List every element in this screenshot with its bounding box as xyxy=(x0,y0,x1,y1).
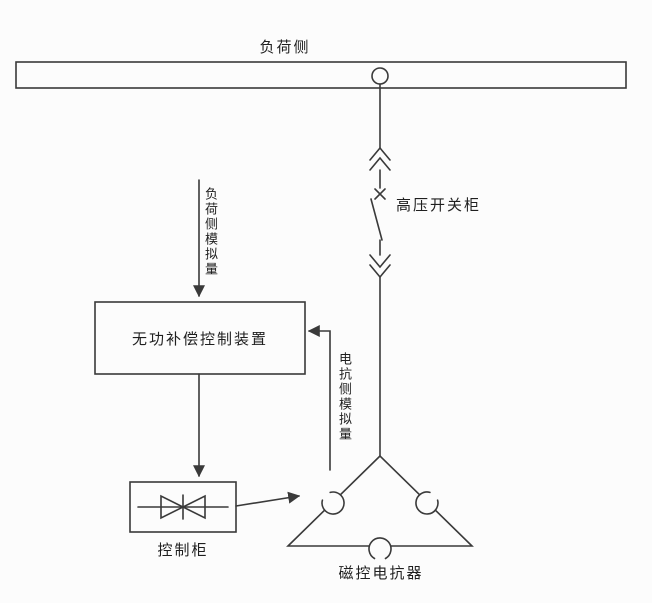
cabinet-to-reactor-arrow xyxy=(235,491,301,507)
load-analog-label: 负荷侧模拟量 xyxy=(203,187,218,277)
reactor-symbol xyxy=(286,454,474,560)
switchgear-label: 高压开关柜 xyxy=(396,197,482,214)
switch-blade xyxy=(370,198,383,241)
switchgear-branch xyxy=(369,83,391,457)
drawout-contact-upper-icon xyxy=(369,146,391,171)
reactor-winding-left-icon xyxy=(321,491,345,515)
drawout-contact-lower-icon xyxy=(369,254,391,279)
cabinet-symbol xyxy=(129,481,237,533)
thyristor-icon xyxy=(137,494,229,520)
reactor-label: 磁控电抗器 xyxy=(338,565,424,582)
controller-box xyxy=(94,301,306,375)
reactor-winding-right-icon xyxy=(415,491,439,515)
reactor-analog-arrow xyxy=(307,325,331,471)
cabinet-label: 控制柜 xyxy=(157,542,209,559)
busbar xyxy=(15,61,627,89)
controller-label: 无功补偿控制装置 xyxy=(131,330,268,348)
reactor-analog-label: 电抗侧模拟量 xyxy=(337,352,352,442)
reactor-winding-bottom-icon xyxy=(368,537,392,560)
bus-tap-node xyxy=(371,67,389,85)
breaker-cross-icon xyxy=(374,188,386,200)
bus-label: 负荷侧 xyxy=(259,39,311,56)
